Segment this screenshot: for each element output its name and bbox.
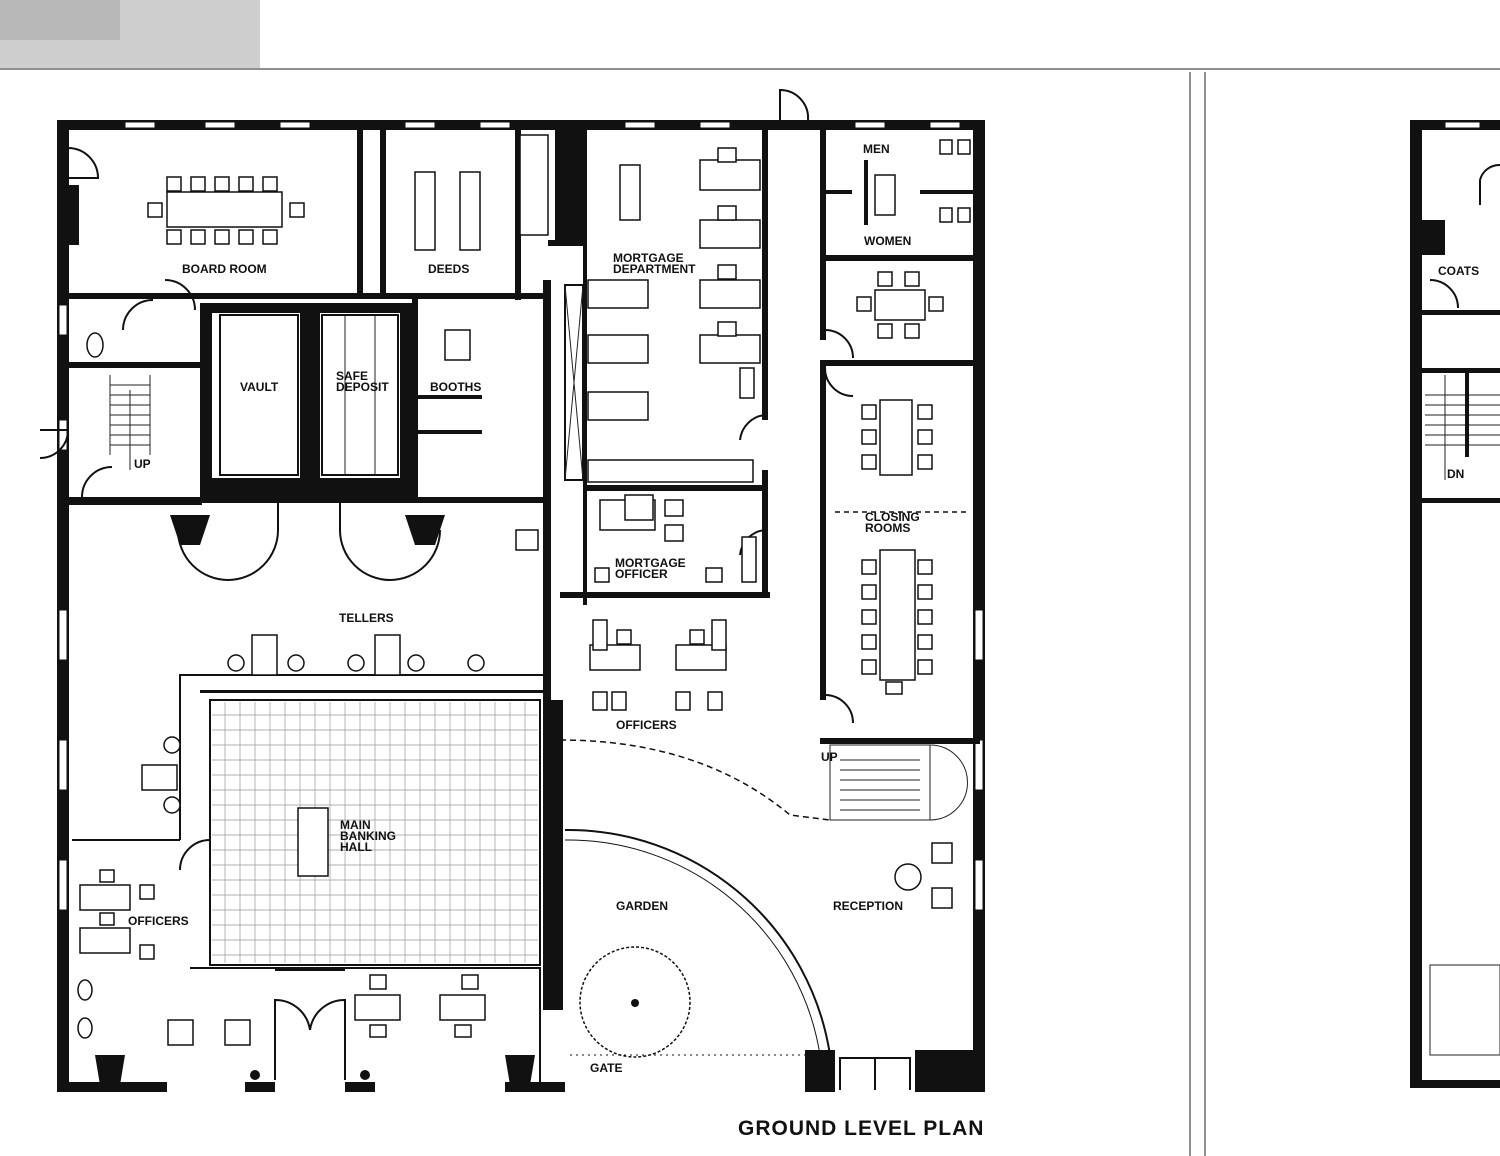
scan-smudge-dark [0, 0, 120, 40]
label-officers-right: OFFICERS [616, 718, 677, 732]
adjacent-building-partial [1410, 120, 1500, 1088]
label-main-banking-hall-2: BANKING [340, 829, 396, 843]
label-officers-left: OFFICERS [128, 914, 189, 928]
label-booths: BOOTHS [430, 380, 481, 394]
label-main-banking-hall-1: MAIN [340, 818, 371, 832]
floor-grid [212, 702, 538, 963]
room-labels: BOARD ROOM DEEDS MORTGAGE DEPARTMENT MEN… [128, 142, 1479, 1140]
plan-title: GROUND LEVEL PLAN [738, 1117, 984, 1140]
label-gate: GATE [590, 1061, 622, 1075]
main-building [39, 88, 985, 1092]
label-garden: GARDEN [616, 899, 668, 913]
label-men: MEN [863, 142, 890, 156]
label-tellers: TELLERS [339, 611, 394, 625]
label-reception: RECEPTION [833, 899, 903, 913]
label-women: WOMEN [864, 234, 911, 248]
label-main-banking-hall-3: HALL [340, 840, 372, 854]
label-mortgage-department-2: DEPARTMENT [613, 262, 696, 276]
label-mortgage-officer-1: MORTGAGE [615, 556, 686, 570]
label-safe-deposit-1: SAFE [336, 369, 368, 383]
label-coats: COATS [1438, 264, 1479, 278]
label-safe-deposit-2: DEPOSIT [336, 380, 389, 394]
label-deeds: DEEDS [428, 262, 469, 276]
label-stair-up-right: UP [821, 750, 838, 764]
label-closing-rooms-2: ROOMS [865, 521, 910, 535]
label-stair-up-left: UP [134, 457, 151, 471]
label-closing-rooms-1: CLOSING [865, 510, 920, 524]
label-mortgage-department-1: MORTGAGE [613, 251, 684, 265]
label-stair-down: DN [1447, 467, 1464, 481]
label-mortgage-officer-2: OFFICER [615, 567, 668, 581]
label-vault: VAULT [240, 380, 279, 394]
label-board-room: BOARD ROOM [182, 262, 267, 276]
